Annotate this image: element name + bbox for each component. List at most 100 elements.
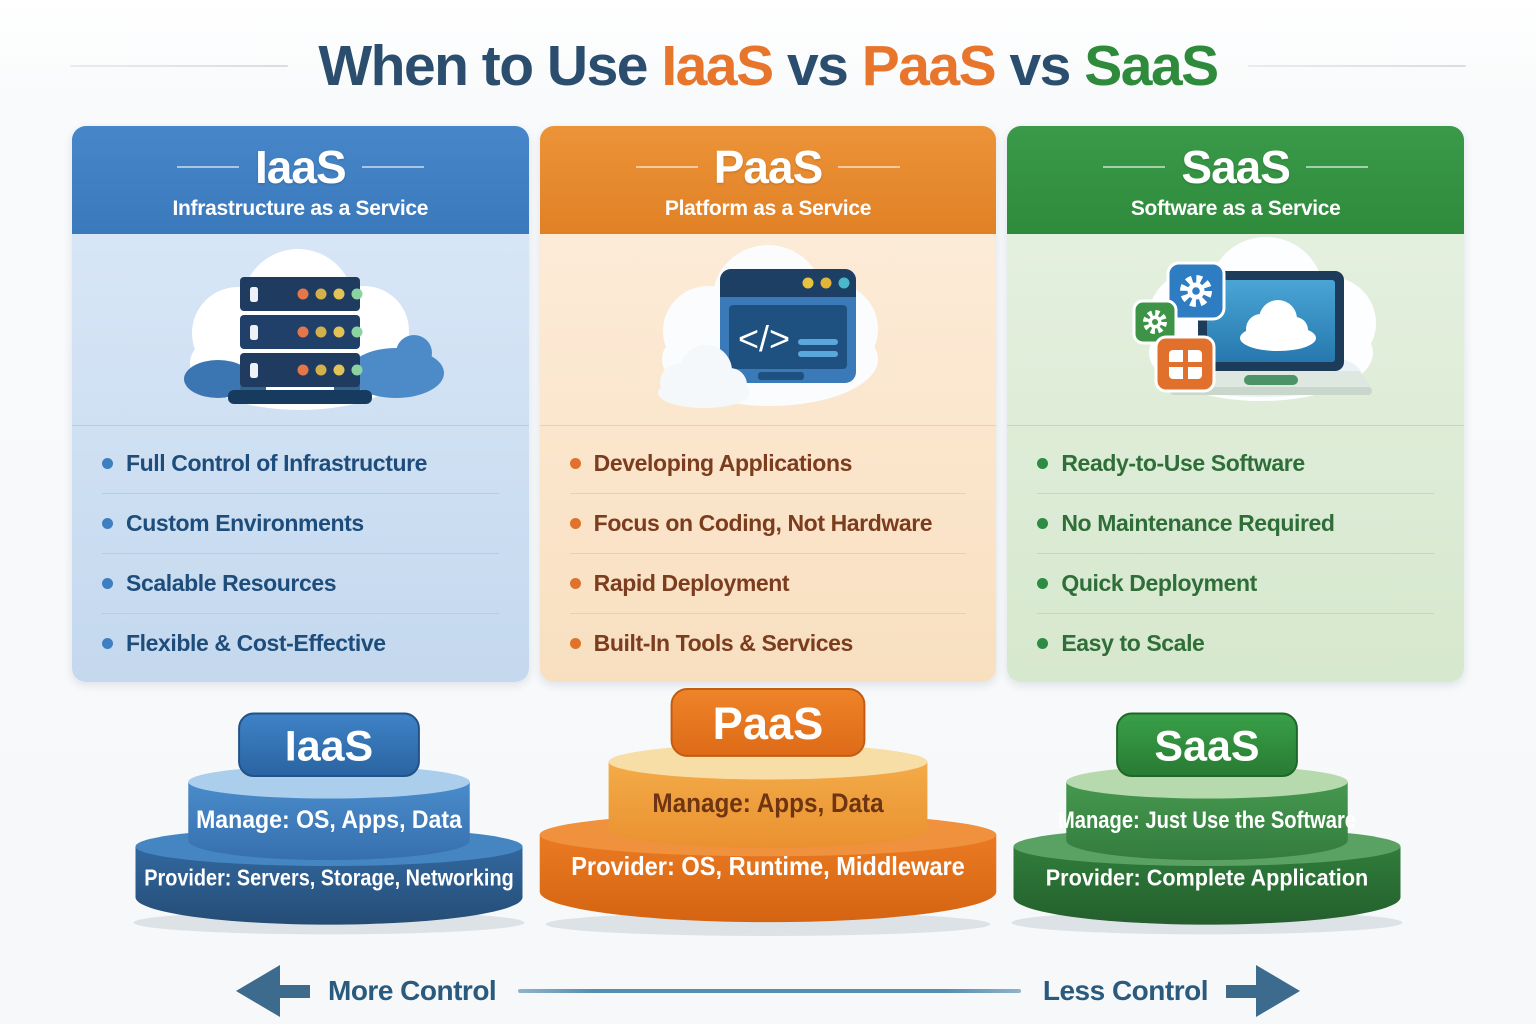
card-iaas: IaaS Infrastructure as a Service	[72, 126, 529, 682]
stack-iaas-manage-text: Manage: OS, Apps, Data	[196, 806, 463, 834]
card-iaas-subtitle: Infrastructure as a Service	[172, 196, 429, 220]
bullet-dot	[1037, 578, 1049, 589]
bullet-dot	[102, 458, 113, 469]
control-axis: More Control Less Control	[0, 956, 1536, 1024]
stack-paas-provider-tier	[539, 834, 997, 923]
more-control-label: More Control	[328, 975, 497, 1006]
stack-saas-provider-tier	[1013, 846, 1401, 925]
less-control-label: Less Control	[1042, 975, 1209, 1006]
gear-icon	[1179, 275, 1212, 307]
stack-saas-manage-tier	[1066, 781, 1348, 861]
app-tile-green-gear	[1132, 299, 1178, 345]
stack-iaas-manage-tier	[188, 781, 470, 861]
card-paas-bullets: Developing Applications Focus on Coding,…	[540, 426, 997, 682]
card-iaas-header: IaaS Infrastructure as a Service	[72, 126, 529, 234]
stack-saas-diagram: SaaS Manage: Just Use the Software Provi…	[1011, 712, 1403, 935]
bullet-item: Built-In Tools & Services	[569, 614, 967, 673]
screen-cloud	[1239, 300, 1316, 351]
acronym-decor-line	[1103, 165, 1166, 168]
app-tile-orange-window	[1154, 335, 1216, 393]
card-paas-header: PaaS Platform as a Service	[539, 126, 997, 234]
acronym-decor-line	[1305, 165, 1368, 168]
bullet-item: Flexible & Cost-Effective	[102, 614, 499, 673]
bullet-item: Focus on Coding, Not Hardware	[569, 494, 967, 554]
bullet-dot	[569, 578, 581, 589]
left-arrow-icon	[236, 965, 280, 1017]
title-segment: When to Use	[318, 34, 662, 98]
right-arrow-icon	[1256, 965, 1300, 1017]
bullet-item: Ready-to-Use Software	[1037, 434, 1435, 494]
stack-saas-provider-text: Provider: Complete Application	[1046, 865, 1369, 891]
bullet-dot	[102, 518, 113, 529]
card-iaas-acronym-row: IaaS	[161, 140, 440, 194]
card-saas: SaaS Software as a Service	[1007, 126, 1465, 682]
left-arrow-tail	[280, 984, 310, 998]
card-saas-bullets: Ready-to-Use Software No Maintenance Req…	[1007, 426, 1464, 682]
window-dot	[820, 277, 832, 289]
stack-paas-manage-tier	[608, 761, 928, 849]
code-glyph: </>	[738, 318, 790, 359]
stack-iaas-label: IaaS	[285, 722, 373, 770]
window-dot	[838, 277, 850, 289]
window-dot	[802, 277, 814, 289]
bullet-item: No Maintenance Required	[1037, 494, 1435, 554]
stack-paas: PaaS Manage: Apps, Data Provider: OS, Ru…	[522, 679, 1014, 946]
laptop-trackpad-notch	[1243, 375, 1298, 385]
stack-saas-label: SaaS	[1154, 722, 1259, 770]
card-paas-subtitle: Platform as a Service	[664, 196, 872, 220]
card-paas-acronym: PaaS	[713, 140, 824, 193]
acronym-decor-line	[361, 165, 424, 168]
bullet-dot	[1037, 518, 1049, 529]
stack-saas-label-badge	[1116, 712, 1298, 778]
title-segment-iaas: IaaS	[661, 34, 774, 98]
bullet-dot	[569, 458, 581, 469]
bullet-dot	[569, 518, 581, 529]
app-tile-blue-gear	[1166, 261, 1226, 321]
cloud-server-icon	[72, 234, 529, 426]
title-segment: vs	[772, 34, 862, 98]
bullet-item: Scalable Resources	[102, 554, 499, 614]
stack-iaas-label-badge	[238, 712, 420, 778]
title-segment: vs	[995, 34, 1085, 98]
server-rack	[228, 277, 373, 404]
title-segment-saas: SaaS	[1084, 34, 1219, 98]
bullet-dot	[569, 638, 581, 649]
stack-saas: SaaS Manage: Just Use the Software Provi…	[992, 701, 1422, 946]
gear-icon	[1142, 310, 1167, 334]
bullet-item: Custom Environments	[102, 494, 499, 554]
bullet-dot	[102, 578, 113, 589]
page-title-row: When to Use IaaS vs PaaS vs SaaS	[0, 26, 1536, 106]
acronym-decor-line	[177, 165, 240, 168]
stack-iaas-diagram: IaaS Manage: OS, Apps, Data Provider: Se…	[133, 712, 525, 935]
stack-paas-label: PaaS	[713, 698, 824, 749]
card-paas: PaaS Platform as a Service	[539, 126, 997, 682]
small-cloud-shape	[658, 345, 750, 408]
axis-line	[518, 989, 1021, 993]
bullet-item: Quick Deployment	[1037, 554, 1435, 614]
stack-iaas-provider-text: Provider: Servers, Storage, Networking	[144, 865, 513, 891]
cloud-code-window-icon: </>	[539, 234, 997, 426]
title-decor-line-left	[70, 65, 289, 67]
stacks-row: IaaS Manage: OS, Apps, Data Provider: Se…	[0, 687, 1536, 946]
cards-row: IaaS Infrastructure as a Service	[0, 126, 1536, 682]
stack-iaas-provider-tier	[135, 846, 523, 925]
stack-paas-diagram: PaaS Manage: Apps, Data Provider: OS, Ru…	[539, 687, 997, 936]
stack-paas-manage-text: Manage: Apps, Data	[652, 788, 883, 818]
cloud-laptop-apps-icon	[1007, 234, 1465, 426]
bullet-dot	[102, 638, 113, 649]
card-saas-header: SaaS Software as a Service	[1007, 126, 1465, 234]
laptop	[1169, 271, 1372, 395]
server-led-dots	[297, 288, 363, 376]
cloud-blue-blob-left	[184, 360, 253, 398]
title-decor-line-right	[1247, 65, 1466, 67]
code-window: </>	[720, 269, 856, 383]
right-arrow-tail	[1226, 984, 1256, 998]
stack-paas-provider-text: Provider: OS, Runtime, Middleware	[571, 853, 965, 881]
acronym-decor-line	[635, 165, 698, 168]
card-saas-subtitle: Software as a Service	[1130, 196, 1341, 220]
bullet-item: Easy to Scale	[1037, 614, 1434, 673]
card-saas-acronym-row: SaaS	[1087, 140, 1384, 194]
stack-saas-manage-text: Manage: Just Use the Software	[1058, 807, 1356, 834]
title-segment-paas: PaaS	[861, 34, 997, 98]
